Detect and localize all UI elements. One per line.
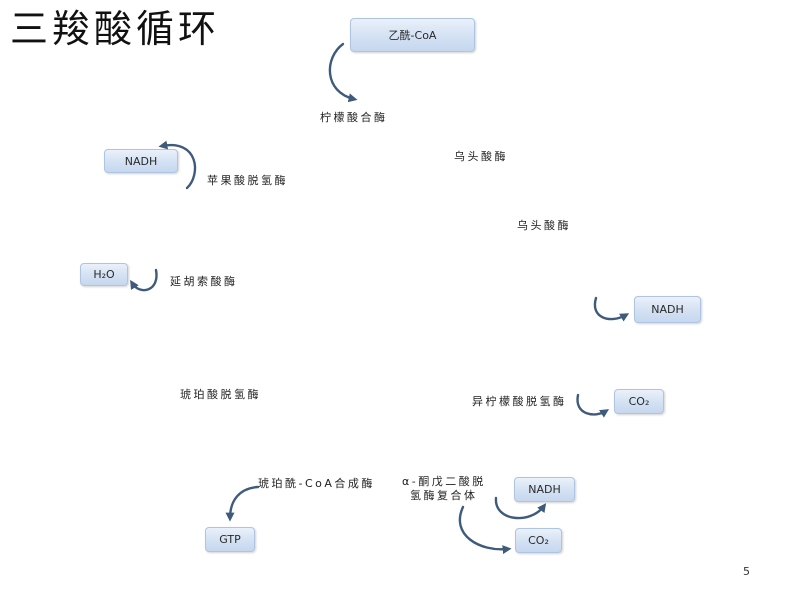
- acetyl-coa-label: 乙酰-CoA: [388, 29, 437, 42]
- succinate-dehydrogenase-label: 琥珀酸脱氢酶: [180, 388, 261, 401]
- aconitase-label-1: 乌头酸酶: [454, 150, 508, 163]
- nadh-ketoglutarate-box: NADH: [514, 477, 575, 502]
- acetyl-coa-box: 乙酰-CoA: [350, 18, 475, 52]
- nadh-malate-label: NADH: [124, 154, 158, 168]
- citrate-synthase-arrow: [328, 42, 358, 103]
- nadh-isocitrate-box: NADH: [634, 296, 701, 323]
- nadh-malate-box: NADH: [104, 149, 178, 173]
- isocitrate-dehydrogenase-label: 异柠檬酸脱氢酶: [472, 395, 567, 408]
- succinyl-coa-gtp-arrow: [225, 485, 260, 522]
- gtp-label: GTP: [219, 533, 241, 546]
- slide-title: 三羧酸循环: [10, 7, 221, 51]
- fumarase-label: 延胡索酸酶: [170, 275, 238, 288]
- ketoglutarate-co2-arrow: [458, 505, 512, 555]
- co2-ketoglutarate-label: CO₂: [528, 534, 549, 547]
- co2-ketoglutarate-box: CO₂: [515, 528, 562, 553]
- page-number: 5: [743, 565, 750, 578]
- co2-isocitrate-label: CO₂: [628, 395, 650, 408]
- nadh-ketoglutarate-label: NADH: [528, 483, 561, 496]
- h2o-fumarate-box: H₂O: [80, 263, 128, 286]
- fumarase-h2o-arrow: [130, 268, 158, 292]
- h2o-fumarate-label: H₂O: [93, 268, 115, 281]
- gtp-box: GTP: [205, 527, 255, 552]
- alpha-ketoglutarate-dehydrogenase-line-1: α-酮戊二酸脱: [402, 475, 486, 488]
- alpha-ketoglutarate-dehydrogenase-line-2: 氢酶复合体: [410, 489, 478, 502]
- isocitrate-nadh-arrow: [593, 296, 630, 322]
- citrate-synthase-label: 柠檬酸合酶: [320, 111, 388, 124]
- isocitrate-co2-arrow: [576, 393, 610, 418]
- alpha-ketoglutarate-dehydrogenase-label: α-酮戊二酸脱 氢酶复合体: [402, 475, 486, 503]
- malate-dehydrogenase-label: 苹果酸脱氢酶: [207, 174, 288, 187]
- aconitase-label-2: 乌头酸酶: [517, 219, 571, 232]
- co2-isocitrate-box: CO₂: [614, 389, 664, 414]
- nadh-isocitrate-label: NADH: [651, 303, 684, 316]
- succinyl-coa-synthetase-label: 琥珀酰-CoA合成酶: [258, 477, 375, 490]
